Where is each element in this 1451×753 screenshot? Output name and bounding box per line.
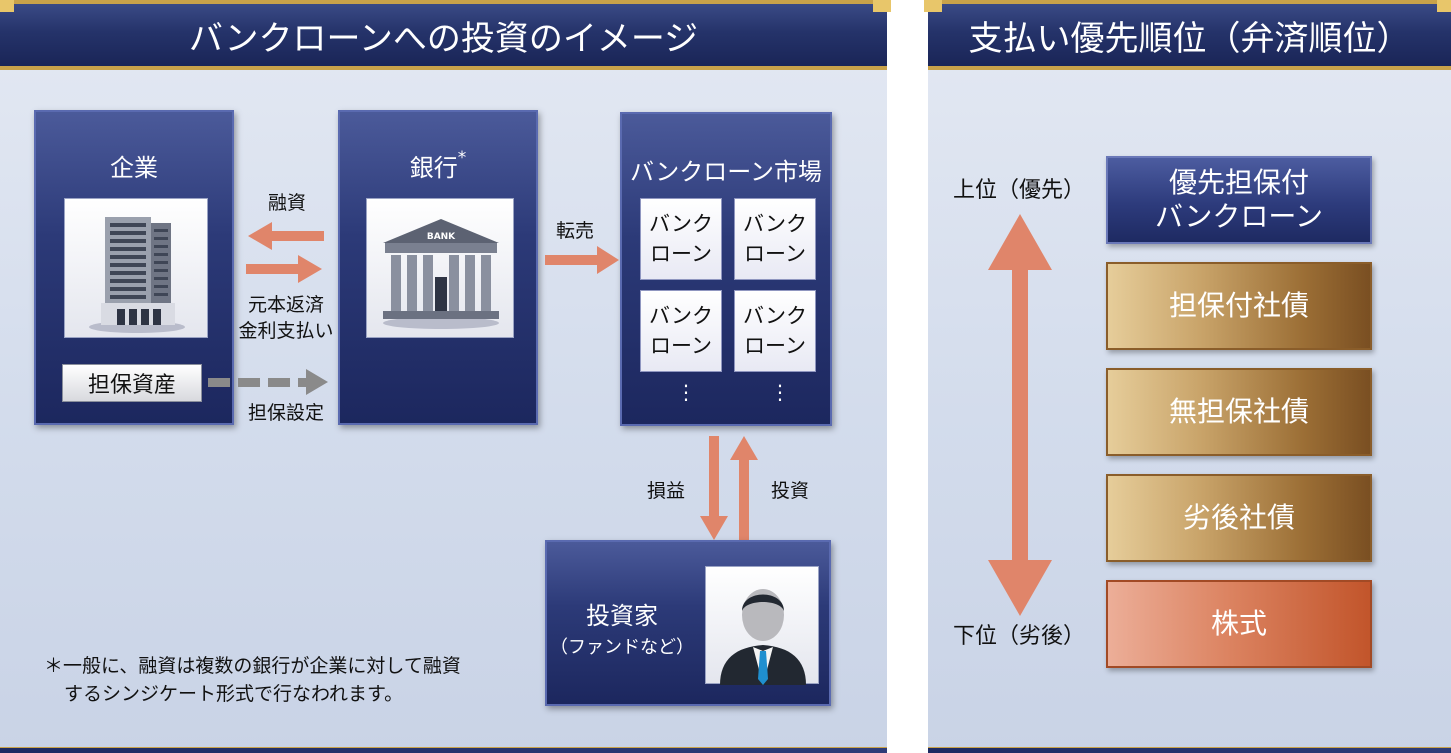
- company-image-frame: [64, 198, 208, 338]
- investor-text: 投資家 （ファンドなど）: [547, 596, 697, 659]
- payment-priority-panel: 支払い優先順位（弁済順位） 上位（優先） 下位（劣後） 優先担保付 バンクローン…: [924, 0, 1451, 753]
- senior-secured-bank-loan-rank: 優先担保付 バンクローン: [1106, 156, 1372, 244]
- continuation-dots: ⋮: [770, 380, 790, 404]
- company-title: 企業: [110, 154, 158, 182]
- secured-bond-rank: 担保付社債: [1106, 262, 1372, 350]
- bank-loan-tile: バンク ローン: [640, 198, 722, 280]
- bank-loan-tile: バンク ローン: [734, 198, 816, 280]
- footnote-line1: ＊一般に、融資は複数の銀行が企業に対して融資: [44, 655, 461, 677]
- right-panel-title: 支払い優先順位（弁済順位）: [968, 18, 1411, 59]
- rank-label: 株式: [1210, 607, 1267, 640]
- collateral-setting-label: 担保設定: [247, 402, 324, 424]
- bank-image-frame: BANK: [366, 198, 514, 338]
- rank-label: 無担保社債: [1168, 395, 1309, 428]
- right-panel-footer-bar: [928, 747, 1451, 753]
- left-panel-footer-bar: [0, 747, 887, 753]
- resale-label: 転売: [555, 220, 594, 242]
- equity-rank: 株式: [1106, 580, 1372, 668]
- investor-subtitle: （ファンドなど）: [550, 637, 694, 658]
- footnote-line2: するシンジケート形式で行なわれます。: [64, 683, 404, 705]
- left-panel-title: バンクローンへの投資のイメージ: [188, 18, 699, 59]
- bank-loan-market-box: バンクローン市場 バンク ローン バンク ローン バンク ローン バンク ローン…: [620, 112, 832, 426]
- repayment-arrow-right: [246, 255, 322, 283]
- bank-loan-investment-panel: バンクローンへの投資のイメージ 企業: [0, 0, 891, 753]
- office-building-icon: [89, 217, 185, 333]
- collateral-setting-dashed-arrow: [208, 369, 328, 395]
- tile-line2: ローン: [650, 242, 712, 266]
- businessman-icon: [720, 589, 806, 685]
- bank-loan-tile: バンク ローン: [640, 290, 722, 372]
- header-corner-ornament: [1437, 0, 1451, 12]
- header-corner-ornament: [873, 0, 891, 12]
- collateral-assets-label: 担保資産: [87, 373, 176, 398]
- bank-title: 銀行: [409, 154, 458, 182]
- repayment-label: 元本返済 金利支払い: [236, 292, 336, 344]
- rank-line1: 優先担保付: [1168, 166, 1309, 199]
- tile-line1: バンク: [742, 304, 808, 328]
- bottom-priority-label: 下位（劣後）: [952, 624, 1085, 649]
- bank-title-row: 銀行*: [340, 148, 536, 183]
- rank-label: 劣後社債: [1182, 501, 1295, 534]
- rank-line2: バンクローン: [1154, 200, 1323, 233]
- syndicate-footnote: ＊一般に、融資は複数の銀行が企業に対して融資 するシンジケート形式で行なわれます…: [44, 652, 461, 708]
- market-title: バンクローン市場: [630, 158, 822, 186]
- left-panel-header: バンクローンへの投資のイメージ: [0, 0, 891, 70]
- profit-loss-label: 損益: [646, 480, 685, 502]
- investor-image-frame: [705, 566, 819, 685]
- investment-label: 投資: [770, 480, 809, 502]
- bank-sign-text: BANK: [427, 232, 456, 242]
- tile-line2: ローン: [650, 334, 712, 358]
- loan-arrow-left: [248, 222, 324, 250]
- tile-line1: バンク: [742, 212, 808, 236]
- bank-loan-tile: バンク ローン: [734, 290, 816, 372]
- priority-double-arrow: [988, 214, 1052, 616]
- investor-box: 投資家 （ファンドなど）: [545, 540, 831, 706]
- investor-title: 投資家: [586, 602, 658, 630]
- tile-line2: ローン: [744, 334, 806, 358]
- loan-label: 融資: [267, 192, 306, 214]
- principal-repayment-label: 元本返済: [247, 294, 324, 316]
- top-priority-label: 上位（優先）: [952, 178, 1085, 203]
- header-corner-ornament: [924, 0, 942, 12]
- subordinated-bond-rank: 劣後社債: [1106, 474, 1372, 562]
- bank-box: 銀行* BANK: [338, 110, 538, 425]
- interest-payment-label: 金利支払い: [238, 320, 334, 342]
- profit-loss-arrow-down: [700, 436, 728, 540]
- collateral-assets-box: 担保資産: [62, 364, 202, 402]
- tile-line1: バンク: [648, 212, 714, 236]
- unsecured-bond-rank: 無担保社債: [1106, 368, 1372, 456]
- header-corner-ornament: [0, 0, 14, 12]
- resale-arrow-right: [545, 246, 619, 274]
- investment-arrow-up: [730, 436, 758, 540]
- tile-line2: ローン: [744, 242, 806, 266]
- rank-label: 担保付社債: [1168, 289, 1309, 322]
- tile-line1: バンク: [648, 304, 714, 328]
- right-panel-header: 支払い優先順位（弁済順位）: [924, 0, 1451, 70]
- bank-footnote-mark: *: [457, 148, 467, 168]
- bank-building-icon: BANK: [383, 219, 499, 329]
- continuation-dots: ⋮: [676, 380, 696, 404]
